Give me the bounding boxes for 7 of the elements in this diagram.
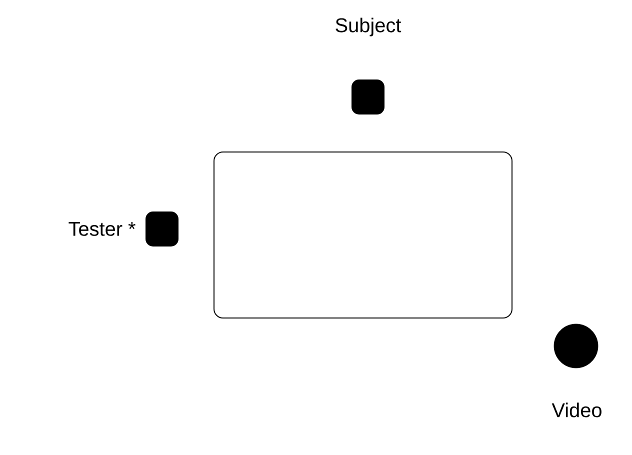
video-camera: [554, 324, 598, 368]
seat-label: Tester *: [68, 222, 136, 236]
tester-seat: [146, 212, 178, 246]
table: [214, 152, 512, 318]
subject-seat: [352, 80, 384, 114]
seat-label: Subject: [336, 18, 402, 36]
seat-label: Video: [552, 402, 602, 418]
